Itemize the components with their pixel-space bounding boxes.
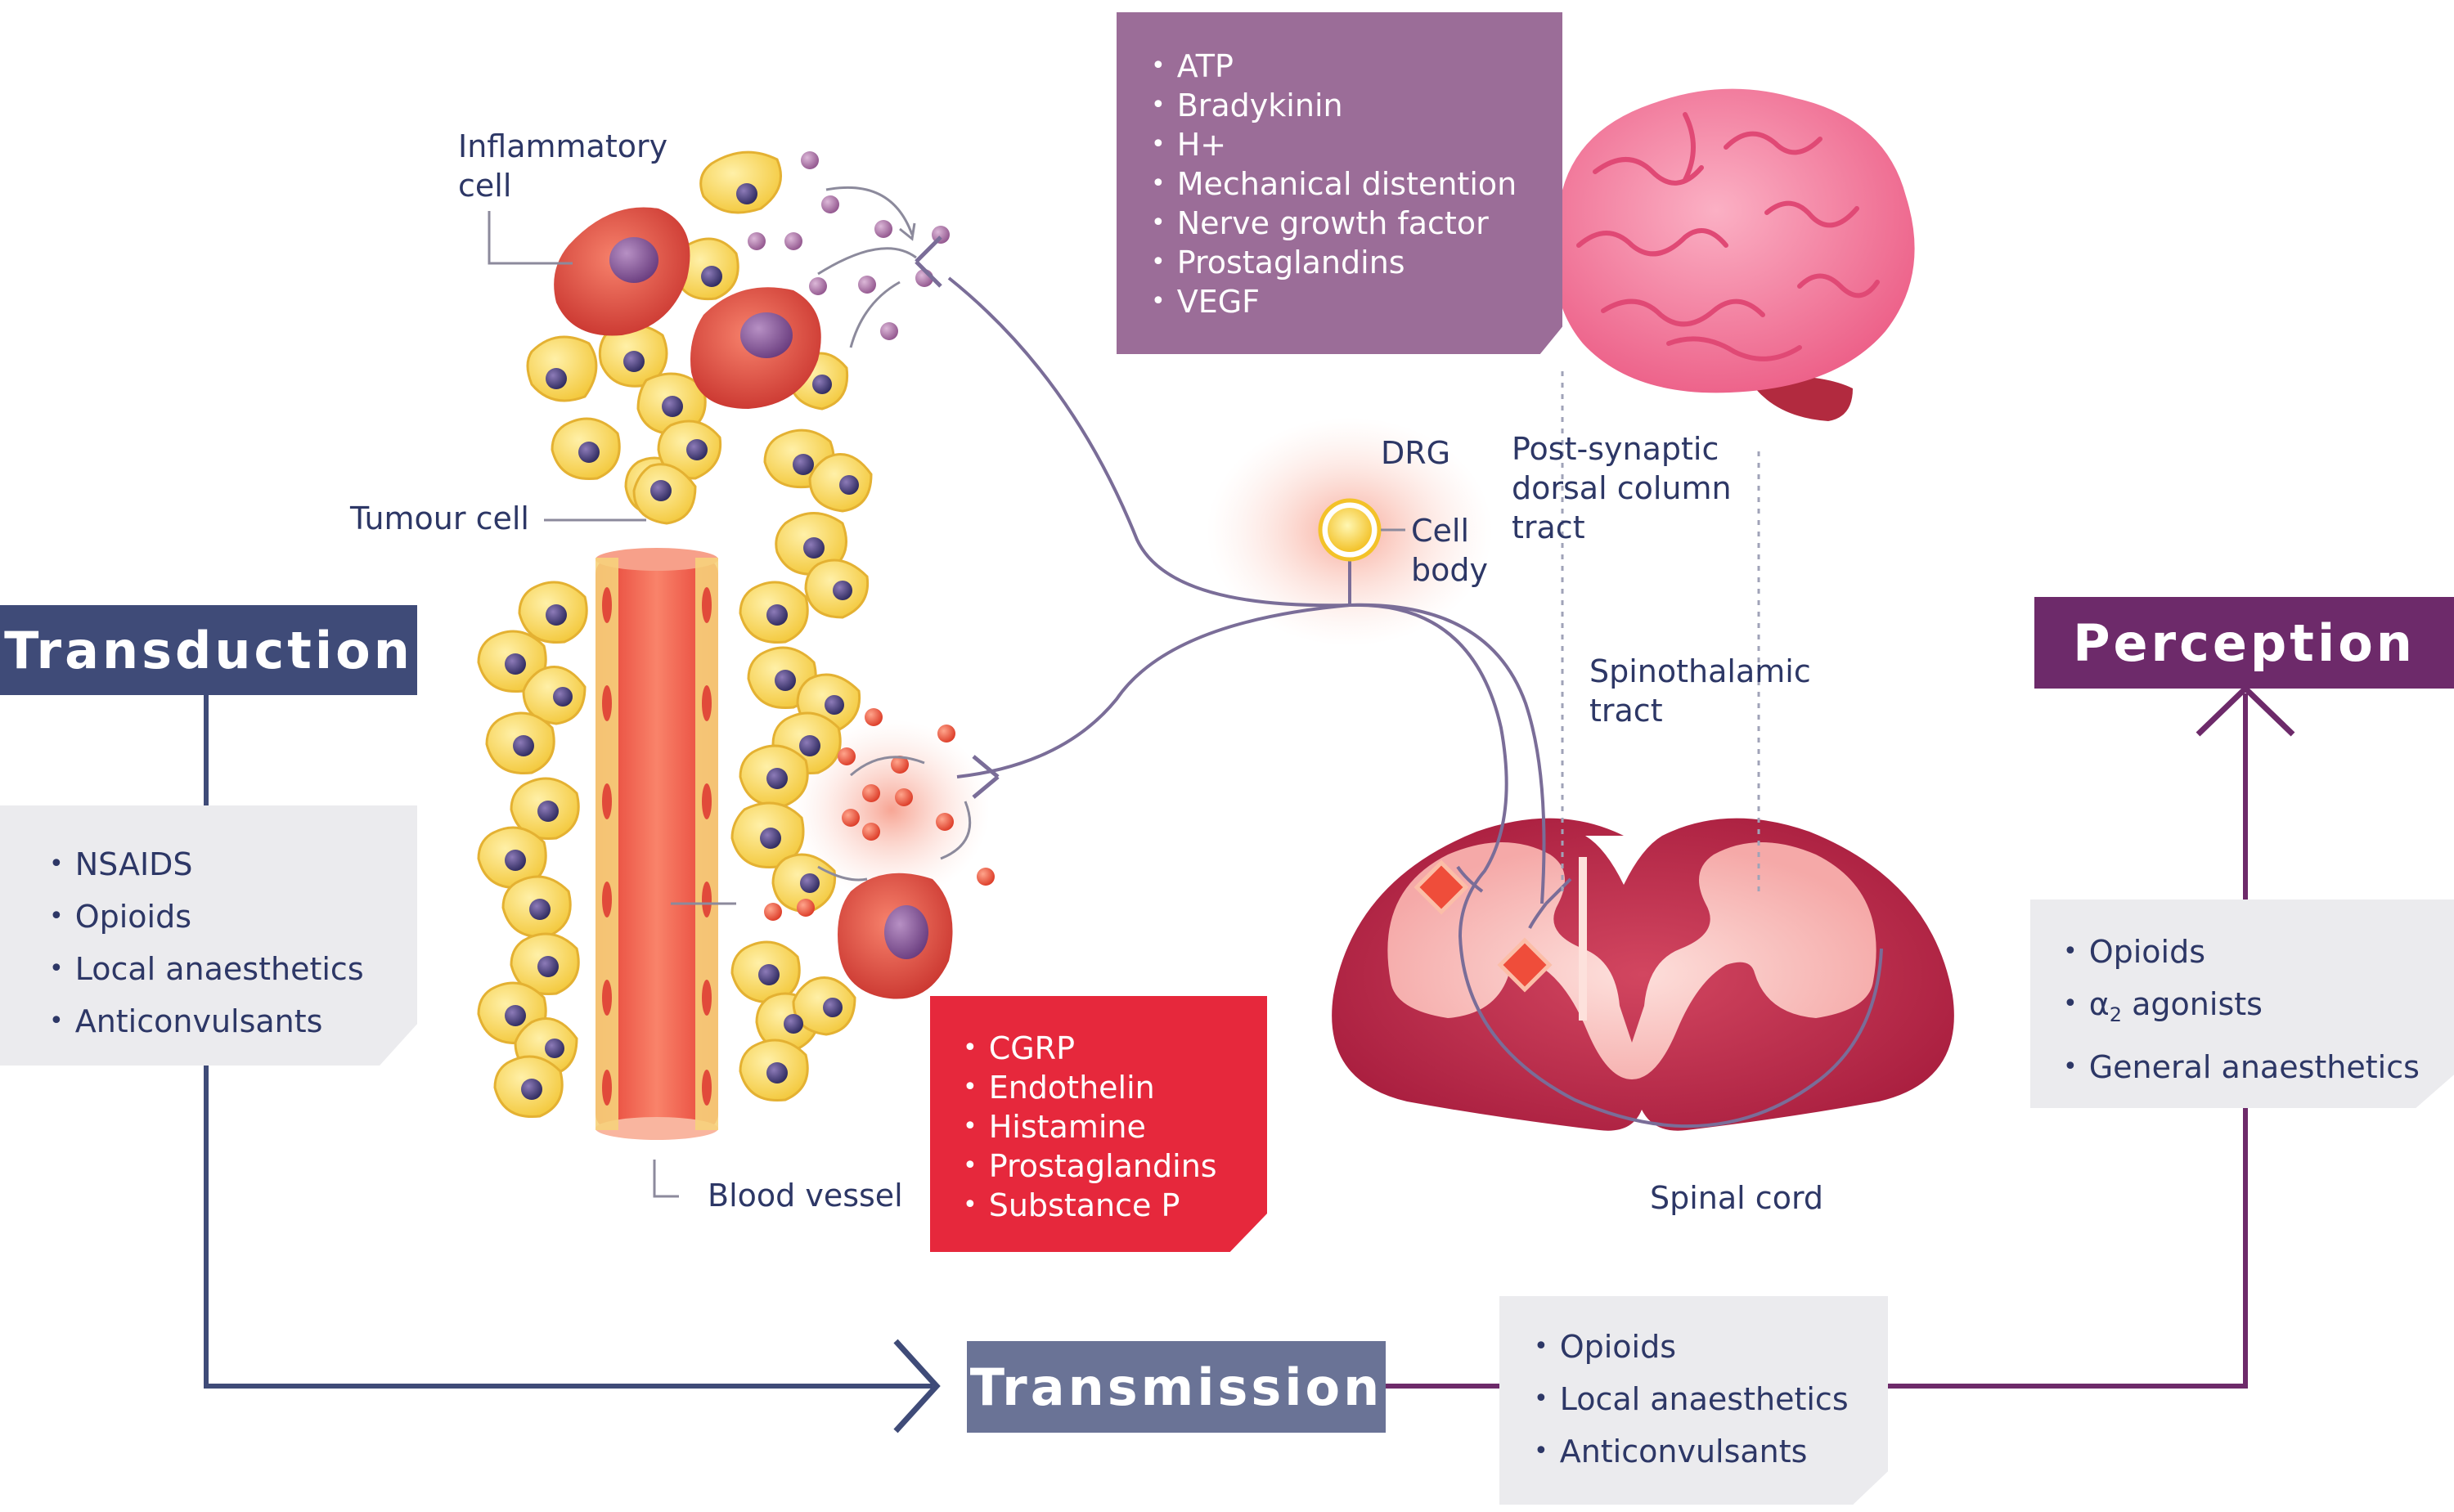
label-line: Spinothalamic bbox=[1589, 653, 1811, 689]
purple-mediator-particles bbox=[748, 151, 950, 340]
drg-cell-body bbox=[1318, 498, 1382, 605]
label-line: Inflammatory bbox=[458, 128, 668, 164]
perception-title: Perception bbox=[2073, 612, 2416, 673]
drug-item: Anticonvulsants bbox=[1534, 1425, 1888, 1478]
transmission-drugs: Opioids Local anaesthetics Anticonvulsan… bbox=[1499, 1296, 1888, 1505]
drug-item: Anticonvulsants bbox=[49, 995, 417, 1048]
blood-vessel bbox=[596, 548, 718, 1140]
mediator-item: Endothelin bbox=[963, 1068, 1267, 1107]
drg-label: DRG bbox=[1381, 435, 1451, 471]
blood-vessel-label: Blood vessel bbox=[708, 1178, 903, 1214]
mediator-item: ATP bbox=[1151, 47, 1562, 86]
perception-drugs: Opioids α2 agonists General anaesthetics bbox=[2030, 900, 2454, 1108]
mediator-item: Prostaglandins bbox=[1151, 243, 1562, 282]
alpha-symbol: α bbox=[2088, 986, 2110, 1022]
drug-item: General anaesthetics bbox=[2063, 1041, 2454, 1093]
alpha-agonists-label: agonists bbox=[2132, 986, 2263, 1022]
label-line: Cell bbox=[1411, 513, 1470, 549]
spinal-cord-label: Spinal cord bbox=[1650, 1180, 1824, 1216]
inflammatory-cells bbox=[554, 207, 953, 999]
label-line: cell bbox=[458, 168, 512, 204]
neural-pathways bbox=[915, 236, 1883, 1128]
mediator-item: CGRP bbox=[963, 1029, 1267, 1068]
brain bbox=[1553, 88, 1915, 421]
synapse-markers bbox=[1414, 859, 1553, 993]
label-line: tract bbox=[1589, 693, 1663, 729]
label-line: Post-synaptic bbox=[1512, 431, 1719, 467]
drug-item: Local anaesthetics bbox=[1534, 1373, 1888, 1425]
purple-mediators-box: ATP Bradykinin H+ Mechanical distention … bbox=[1117, 12, 1562, 354]
label-line: body bbox=[1411, 552, 1488, 588]
drug-item: α2 agonists bbox=[2063, 978, 2454, 1041]
post-synaptic-label: Post-synaptic dorsal column tract bbox=[1512, 429, 1732, 547]
label-leaders bbox=[488, 211, 1405, 1198]
alpha-subscript: 2 bbox=[2109, 1003, 2123, 1026]
ascending-tracts bbox=[1561, 368, 1760, 891]
transduction-stage: Transduction bbox=[0, 605, 417, 695]
mediator-item: H+ bbox=[1151, 125, 1562, 164]
mediator-glow bbox=[793, 720, 990, 900]
red-mediators-box: CGRP Endothelin Histamine Prostaglandins… bbox=[930, 996, 1267, 1252]
inflammatory-cell-label: Inflammatory cell bbox=[458, 127, 667, 205]
transmission-stage: Transmission bbox=[967, 1341, 1386, 1433]
spinothalamic-label: Spinothalamic tract bbox=[1589, 652, 1811, 730]
mediator-item: Histamine bbox=[963, 1107, 1267, 1146]
red-mediator-particles bbox=[764, 708, 995, 921]
drug-item: Local anaesthetics bbox=[49, 943, 417, 995]
drug-item: Opioids bbox=[2063, 926, 2454, 978]
drug-item: Opioids bbox=[1534, 1321, 1888, 1373]
mediator-item: Bradykinin bbox=[1151, 86, 1562, 125]
drug-item: Opioids bbox=[49, 891, 417, 943]
perception-stage: Perception bbox=[2034, 597, 2454, 689]
transduction-title: Transduction bbox=[4, 620, 413, 680]
label-line: tract bbox=[1512, 509, 1585, 545]
tumour-cell-label: Tumour cell bbox=[350, 500, 529, 536]
tumour-cells bbox=[477, 150, 873, 1119]
transduction-drugs: NSAIDS Opioids Local anaesthetics Antico… bbox=[0, 805, 417, 1066]
mediator-item: Mechanical distention bbox=[1151, 164, 1562, 204]
mediator-item: Substance P bbox=[963, 1186, 1267, 1225]
label-line: dorsal column bbox=[1512, 470, 1732, 506]
spinal-cord bbox=[1332, 818, 1954, 1131]
mediator-item: VEGF bbox=[1151, 282, 1562, 321]
mediator-item: Prostaglandins bbox=[963, 1146, 1267, 1186]
cell-body-label: Cell body bbox=[1411, 511, 1488, 590]
mediator-item: Nerve growth factor bbox=[1151, 204, 1562, 243]
particle-arrows bbox=[817, 186, 972, 882]
transmission-title: Transmission bbox=[969, 1357, 1383, 1417]
drug-item: NSAIDS bbox=[49, 838, 417, 891]
